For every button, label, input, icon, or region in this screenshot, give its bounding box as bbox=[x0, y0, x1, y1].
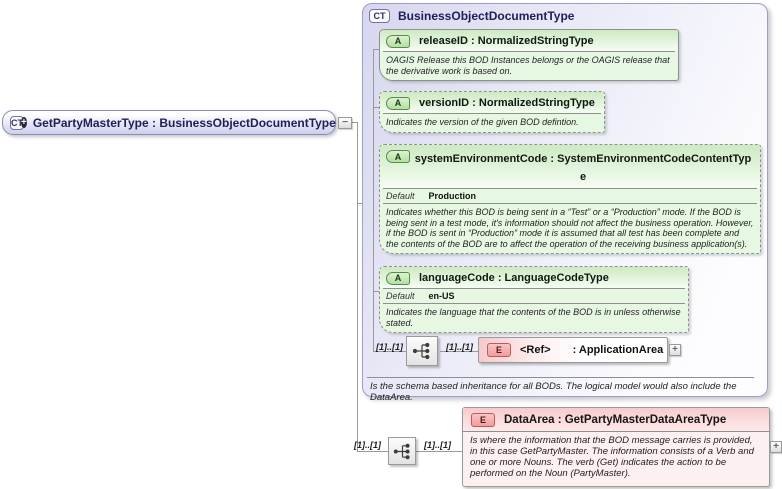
sequence-to-element bbox=[440, 351, 479, 352]
element-applicationarea[interactable]: E <Ref> : ApplicationArea bbox=[478, 337, 668, 363]
cardinality-label: [1]..[1] bbox=[354, 440, 381, 450]
sequence-stub bbox=[373, 351, 406, 352]
element-icon: E bbox=[471, 413, 495, 427]
attribute-doc: OAGIS Release this BOD Instances belongs… bbox=[386, 55, 670, 76]
divider bbox=[383, 203, 757, 204]
root-title: GetPartyMasterType : BusinessObjectDocum… bbox=[32, 115, 336, 130]
expand-button[interactable]: + bbox=[770, 441, 782, 453]
base-title: BusinessObjectDocumentType bbox=[398, 9, 575, 23]
connector-to-dataarea bbox=[416, 451, 462, 452]
sequence-glyph bbox=[412, 342, 430, 360]
dataarea-title: DataArea : GetPartyMasterDataAreaType bbox=[504, 414, 727, 426]
attribute-name: languageCode : LanguageCodeType bbox=[419, 271, 609, 284]
complextype-icon: CT bbox=[369, 9, 390, 23]
attribute-doc: Indicates whether this BOD is being sent… bbox=[386, 207, 754, 249]
base-doc: Is the schema based inheritance for all … bbox=[370, 381, 737, 403]
attribute-stub bbox=[373, 291, 379, 292]
cardinality-label: [1]..[1] bbox=[424, 440, 451, 450]
attribute-name: versionID : NormalizedStringType bbox=[419, 96, 595, 109]
default-value: Production bbox=[428, 191, 477, 201]
divider bbox=[383, 51, 675, 52]
element-name: <Ref> bbox=[520, 344, 551, 356]
default-value: en-US bbox=[428, 291, 455, 301]
default-label: Default bbox=[386, 191, 415, 201]
cardinality-label: [1]..[1] bbox=[376, 342, 403, 352]
sequence-icon[interactable] bbox=[388, 437, 416, 465]
attribute-versionID[interactable]: A versionID : NormalizedStringType Indic… bbox=[379, 91, 605, 133]
attribute-stub bbox=[373, 49, 379, 50]
cardinality-label: [1]..[1] bbox=[446, 342, 473, 352]
attribute-systemEnvironmentCode[interactable]: A systemEnvironmentCode : SystemEnvironm… bbox=[379, 144, 761, 254]
collapse-button[interactable]: − bbox=[338, 117, 352, 129]
attribute-stub bbox=[373, 107, 379, 108]
connector-main-vertical bbox=[357, 122, 358, 452]
element-icon: E bbox=[487, 343, 511, 357]
attribute-releaseID[interactable]: A releaseID : NormalizedStringType OAGIS… bbox=[379, 29, 679, 81]
divider bbox=[367, 377, 754, 378]
base-complextype-box[interactable]: CT BusinessObjectDocumentType A releaseI… bbox=[362, 3, 768, 403]
connector-root bbox=[351, 122, 357, 123]
connector-to-sequence bbox=[357, 451, 388, 452]
sequence-icon[interactable] bbox=[406, 336, 438, 366]
attribute-name: releaseID : NormalizedStringType bbox=[419, 34, 594, 47]
attribute-doc: Indicates the version of the given BOD d… bbox=[386, 117, 579, 127]
attribute-icon: A bbox=[386, 34, 410, 48]
divider bbox=[383, 303, 685, 304]
default-row: Default Production bbox=[380, 189, 760, 203]
default-row: Default en-US bbox=[380, 289, 688, 303]
element-type: : ApplicationArea bbox=[572, 344, 664, 356]
divider bbox=[383, 188, 757, 189]
default-label: Default bbox=[386, 291, 415, 301]
attribute-languageCode[interactable]: A languageCode : LanguageCodeType Defaul… bbox=[379, 266, 689, 333]
divider bbox=[383, 288, 685, 289]
element-dataarea[interactable]: E DataArea : GetPartyMasterDataAreaType … bbox=[462, 407, 770, 487]
complextype-icon: CT bbox=[10, 115, 24, 130]
sequence-glyph bbox=[393, 443, 410, 459]
attribute-tree-line bbox=[373, 49, 374, 351]
attribute-icon: A bbox=[386, 271, 410, 285]
expand-button[interactable]: + bbox=[669, 344, 681, 356]
dataarea-doc: Is where the information that the BOD me… bbox=[470, 435, 754, 479]
root-complextype-box[interactable]: CT+ GetPartyMasterType : BusinessObjectD… bbox=[2, 110, 336, 135]
attribute-name: systemEnvironmentCode : SystemEnvironmen… bbox=[414, 153, 752, 183]
derived-plus-icon: + bbox=[21, 116, 27, 128]
divider bbox=[383, 113, 601, 114]
attribute-icon: A bbox=[386, 150, 410, 163]
attribute-icon: A bbox=[386, 96, 410, 110]
attribute-doc: Indicates the language that the contents… bbox=[386, 307, 681, 328]
